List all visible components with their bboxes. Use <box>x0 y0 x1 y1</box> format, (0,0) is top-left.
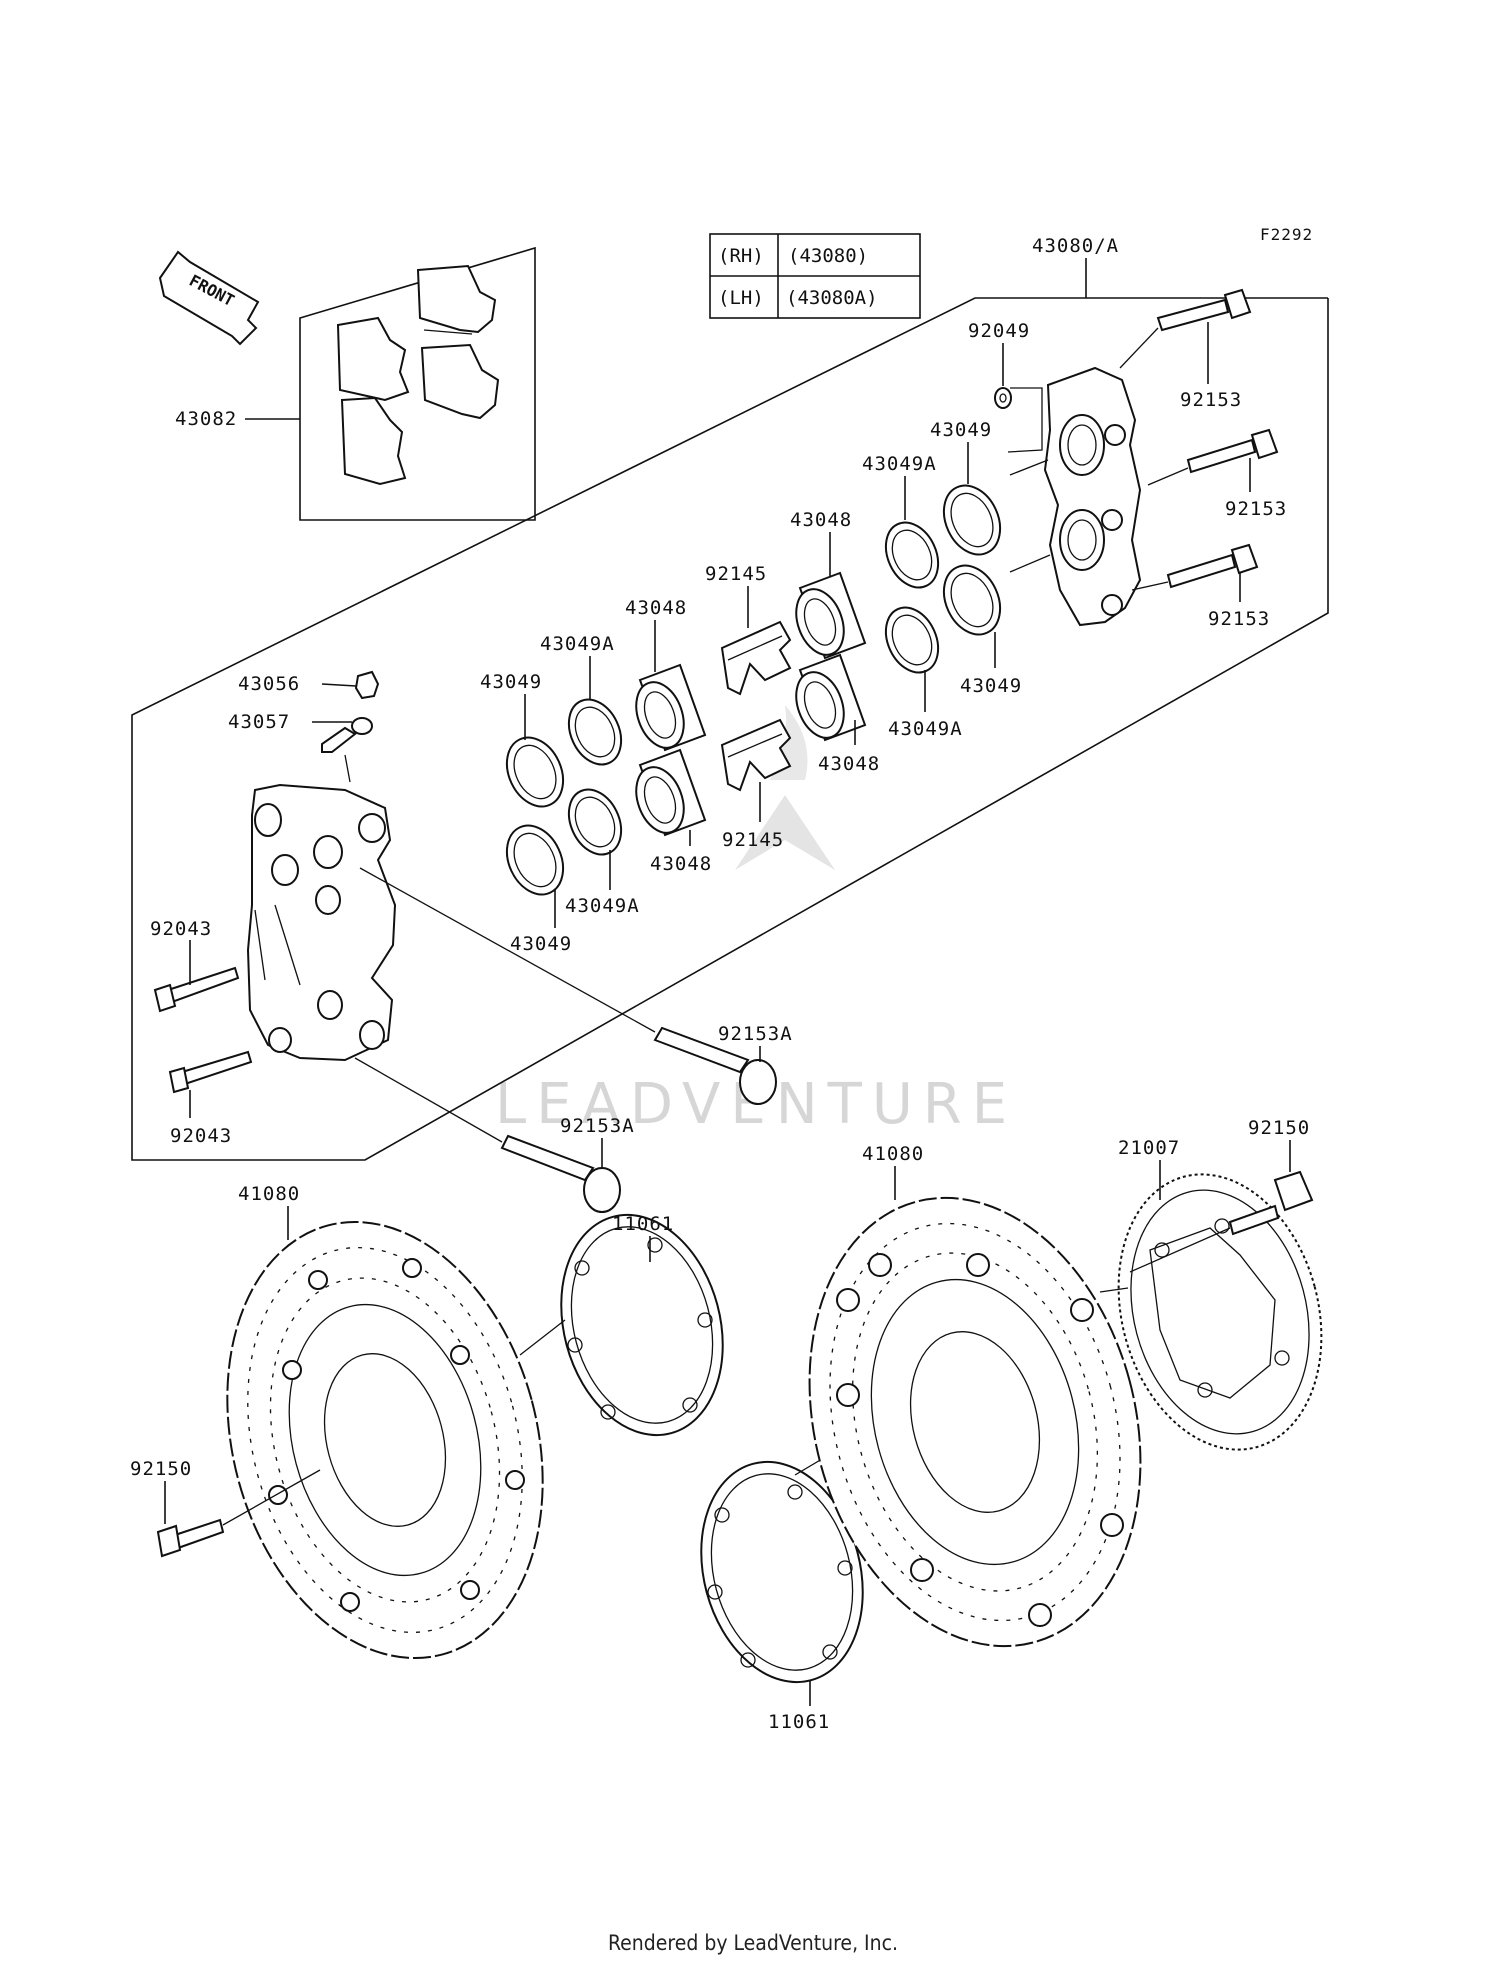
table-part-rh: (43080) <box>788 245 868 267</box>
figure-id: F2292 <box>1260 225 1313 244</box>
seal-left-2: 43049A <box>540 633 623 766</box>
side-table: (RH) (43080) (LH) (43080A) <box>709 233 921 319</box>
seal-left-3: 43049 <box>505 824 572 955</box>
piston-left-2: 43048 <box>635 748 712 875</box>
caliper-bolt-right-2: 92153 <box>1147 428 1287 520</box>
callout-92153-r3: 92153 <box>1208 608 1270 630</box>
callout-43056: 43056 <box>238 673 300 695</box>
watermark-logo-icon <box>735 795 835 870</box>
callout-43080-a: 43080/A <box>1032 235 1119 257</box>
callout-92153-r1: 92153 <box>1180 389 1242 411</box>
caliper-bolt-left-top: 92043 <box>150 918 240 1013</box>
callout-43049a-l2: 43049A <box>540 633 615 655</box>
callout-43049-l1: 43049 <box>480 671 542 693</box>
front-arrow-icon: FRONT <box>158 250 260 346</box>
caliper-bolt-right-1: 92153 <box>1119 288 1252 411</box>
callout-43048-r1: 43048 <box>790 509 852 531</box>
callout-43049-r2: 43049 <box>930 419 992 441</box>
slide-pin-1: 92153A <box>359 867 793 1105</box>
seal-left-1: 43049 <box>480 671 565 808</box>
callout-92153-r2: 92153 <box>1225 498 1287 520</box>
seal-left-4: 43049A <box>565 788 640 917</box>
callout-92150-right: 92150 <box>1248 1117 1310 1139</box>
callout-43049-r4: 43049 <box>960 675 1022 697</box>
callout-43048-r2: 43048 <box>818 753 880 775</box>
callout-11061-left: 11061 <box>612 1213 674 1235</box>
callout-43049a-r3: 43049A <box>888 718 963 740</box>
callout-43048-l2: 43048 <box>650 853 712 875</box>
table-side-rh: (RH) <box>718 245 764 267</box>
pad-spring-1: 92145 <box>705 563 792 696</box>
callout-43049-l3: 43049 <box>510 933 572 955</box>
assembly-boundary <box>131 297 1329 1161</box>
callout-92153a-1: 92153A <box>718 1023 793 1045</box>
seal-right-4: 43049 <box>942 564 1022 697</box>
caliper-bolt-left-bottom: 92043 <box>168 1050 253 1147</box>
callout-43082: 43082 <box>175 408 237 430</box>
callout-92043-bottom: 92043 <box>170 1125 232 1147</box>
callout-92150-left: 92150 <box>130 1458 192 1480</box>
piston-right-2: 43048 <box>795 653 880 775</box>
abs-sensor-ring: 21007 <box>1099 1137 1323 1451</box>
callout-92145-1: 92145 <box>705 563 767 585</box>
seal-right-2: 43049 <box>930 419 1002 556</box>
callout-41080-left: 41080 <box>238 1183 300 1205</box>
table-part-lh: (43080A) <box>786 287 878 309</box>
left-caliper-body <box>246 783 397 1062</box>
disc-bolt-left: 92150 <box>130 1458 321 1558</box>
brake-disc-left: 41080 <box>226 1183 544 1660</box>
caliper-bolt-right-3: 92153 <box>1131 543 1270 630</box>
bleeder-valve: 43056 <box>238 670 380 700</box>
callout-21007: 21007 <box>1118 1137 1180 1159</box>
callout-43057: 43057 <box>228 711 290 733</box>
callout-92043-top: 92043 <box>150 918 212 940</box>
brake-disc-right: 41080 <box>808 1143 1142 1648</box>
table-side-lh: (LH) <box>718 287 764 309</box>
callout-92153a-2: 92153A <box>560 1115 635 1137</box>
callout-41080-right: 41080 <box>862 1143 924 1165</box>
right-caliper-body <box>1007 366 1142 627</box>
shim-left: 11061 <box>519 1213 724 1437</box>
disc-bolt-right: 92150 <box>1129 1117 1314 1273</box>
seal-right-1: 43049A <box>862 453 940 589</box>
washer: 92049 <box>968 320 1030 409</box>
callout-92049: 92049 <box>968 320 1030 342</box>
brake-pad-set: 43082 <box>175 246 536 521</box>
piston-left-1: 43048 <box>625 597 707 752</box>
callout-43048-l1: 43048 <box>625 597 687 619</box>
slide-pin-2: 92153A <box>354 1057 635 1213</box>
callout-43049a-l4: 43049A <box>565 895 640 917</box>
shim-right: 11061 <box>700 1394 931 1733</box>
seal-right-3: 43049A <box>884 606 963 740</box>
piston-right-1: 43048 <box>790 509 867 660</box>
callout-11061-right: 11061 <box>768 1711 830 1733</box>
footer-credit: Rendered by LeadVenture, Inc. <box>608 1931 898 1955</box>
pad-spring-2: 92145 <box>720 718 792 851</box>
callout-92145-2: 92145 <box>722 829 784 851</box>
bleeder-cap: 43057 <box>228 711 373 783</box>
callout-43049a-r1: 43049A <box>862 453 937 475</box>
